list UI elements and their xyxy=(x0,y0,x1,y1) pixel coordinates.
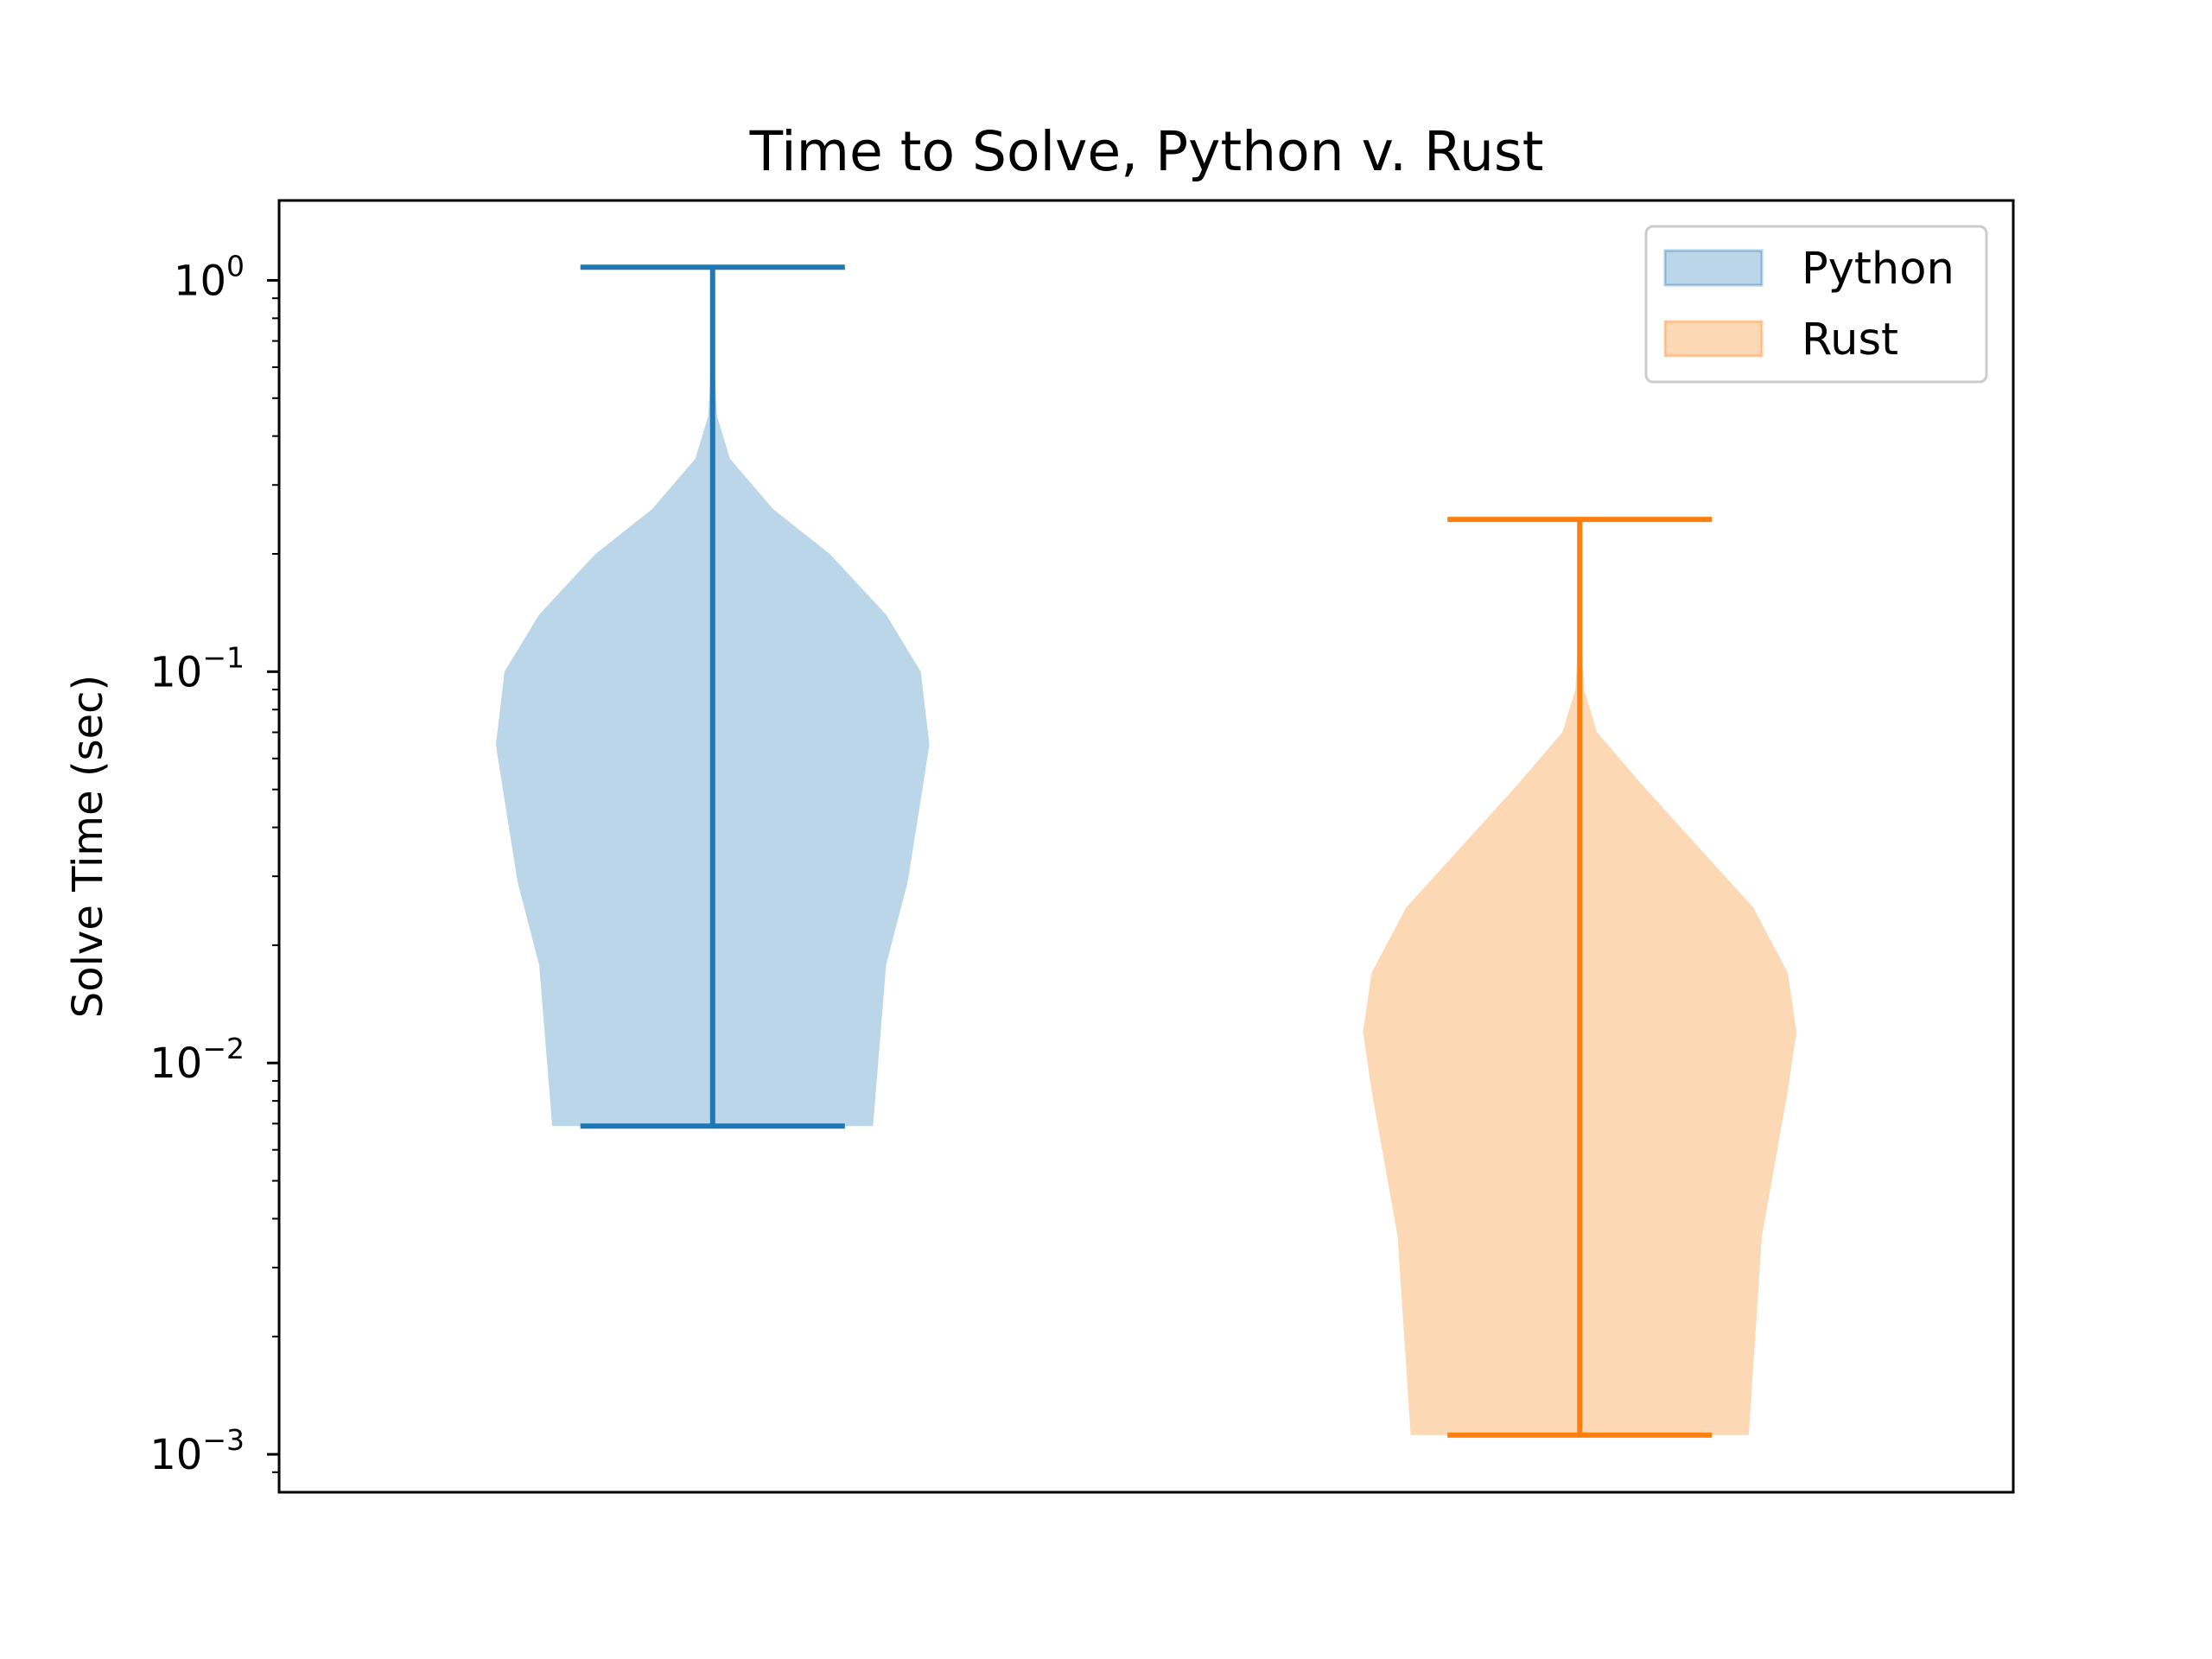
legend-swatch-python xyxy=(1663,249,1764,287)
legend-label-python: Python xyxy=(1802,244,1955,295)
violins-layer xyxy=(495,264,1797,1438)
y-axis-ticks: 100 10−1 10−2 10−3 xyxy=(149,249,279,1479)
y-axis-label: Solve Time (sec) xyxy=(64,675,112,1018)
chart-title: Time to Solve, Python v. Rust xyxy=(749,120,1544,183)
y-tick-label: 10−3 xyxy=(149,1423,245,1479)
y-tick-label: 10−2 xyxy=(149,1032,245,1088)
y-tick-label: 10−1 xyxy=(149,640,245,696)
plot-area-frame xyxy=(277,199,2015,1494)
y-tick-label: 100 xyxy=(174,249,245,305)
legend-swatch-rust xyxy=(1663,320,1764,358)
legend-label-rust: Rust xyxy=(1802,315,1898,365)
